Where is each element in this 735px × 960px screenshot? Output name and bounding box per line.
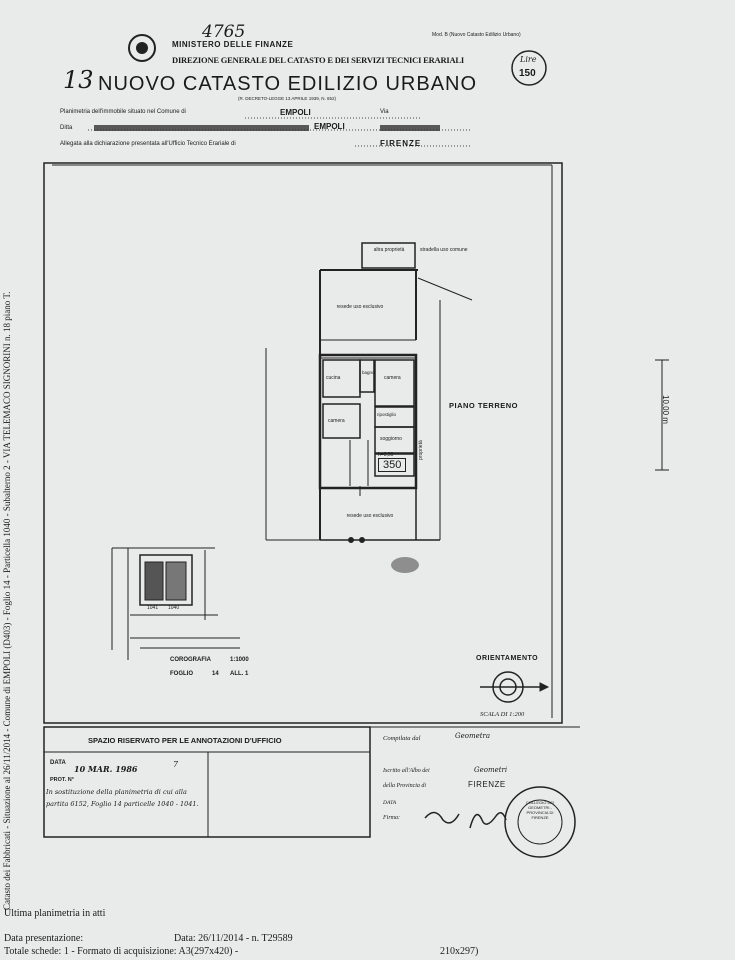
map-label-1041: 1041 bbox=[147, 605, 159, 611]
height-note: h=3,50 bbox=[378, 452, 394, 458]
top-right-note: Mod. B (Nuovo Catasto Edilizio Urbano) bbox=[432, 32, 521, 38]
price-label: Lire bbox=[520, 55, 537, 64]
allegato-label: Allegata alla dichiarazione presentata a… bbox=[60, 141, 236, 147]
room-label-proprieta: proprietà bbox=[418, 440, 424, 460]
comune-value: EMPOLI bbox=[280, 108, 311, 117]
room-label-camera-2: camera bbox=[328, 418, 345, 424]
via-label: Via bbox=[380, 109, 389, 115]
price-value: 150 bbox=[519, 68, 536, 79]
footer-total-sheets: Totale schede: 1 - Formato di acquisizio… bbox=[4, 946, 239, 957]
firma-label: Firma: bbox=[383, 815, 400, 821]
professional-stamp bbox=[504, 786, 576, 858]
office-box bbox=[43, 726, 580, 838]
office-data-label: DATA bbox=[50, 760, 66, 766]
office-data-value: 10 MAR. 1986 bbox=[74, 764, 138, 774]
law-reference: (R. DECRETO-LEGGE 13 APRILE 1939, N. 652… bbox=[238, 96, 336, 101]
handwritten-number: 4765 bbox=[202, 22, 246, 42]
floor-plan bbox=[265, 242, 473, 543]
chorography-scale: 1:1000 bbox=[230, 657, 249, 663]
orientation-label: ORIENTAMENTO bbox=[476, 655, 539, 662]
ufficio-value: FIRENZE bbox=[380, 139, 422, 148]
dimension-label: 10,00 m bbox=[661, 395, 670, 424]
office-note: In sostituzione della planimetria di cui… bbox=[46, 788, 199, 808]
dimension-line bbox=[655, 359, 669, 471]
floor-label: PIANO TERRENO bbox=[449, 401, 519, 410]
provincia-label: della Provincia di bbox=[383, 783, 427, 789]
ministry-label: MINISTERO DELLE FINANZE bbox=[172, 40, 294, 49]
office-page-mark: 7 bbox=[173, 760, 179, 769]
provincia-value: FIRENZE bbox=[468, 780, 506, 789]
plan-frame bbox=[43, 162, 563, 724]
iscritto-label: Iscritto all'Albo dei bbox=[383, 768, 430, 774]
room-label-altra-proprieta: altra proprietà bbox=[373, 247, 405, 253]
office-prot-label: PROT. N° bbox=[50, 777, 74, 783]
reserved-title: SPAZIO RISERVATO PER LE ANNOTAZIONI D'UF… bbox=[88, 736, 282, 745]
footer-data-number: Data: 26/11/2014 - n. T29589 bbox=[174, 933, 293, 944]
chorography-label: COROGRAFIA bbox=[170, 657, 211, 663]
room-label-bagno: bagno bbox=[362, 370, 375, 375]
room-label-camera-1: camera bbox=[384, 375, 401, 381]
room-label-resede-top: resede uso esclusivo bbox=[336, 304, 384, 310]
orientation-compass bbox=[480, 671, 550, 703]
plan-location-label: Planimetria dell'immobile situato nel Co… bbox=[60, 109, 186, 115]
signature bbox=[424, 811, 507, 829]
scale-label: SCALA DI 1:200 bbox=[480, 711, 525, 718]
footer-presentation-date: Data presentazione: bbox=[4, 933, 84, 944]
signature-data-label: DATA bbox=[383, 800, 397, 806]
room-label-ripostiglio: ripostiglio bbox=[377, 412, 397, 417]
direction-label: DIREZIONE GENERALE DEL CATASTO E DEI SER… bbox=[172, 55, 465, 65]
foglio-label: FOGLIO bbox=[170, 671, 193, 677]
compilata-label: Compilata dal bbox=[383, 735, 421, 742]
compilata-value: Geometra bbox=[455, 732, 491, 740]
room-label-stradella: stradella uso comune bbox=[420, 247, 468, 253]
page-title: NUOVO CATASTO EDILIZIO URBANO bbox=[98, 73, 478, 95]
foglio-value: 14 bbox=[212, 671, 219, 677]
allegato-value: ALL. 1 bbox=[230, 671, 249, 677]
stamp-text: COLLEGIO DEI GEOMETRI - PROVINCIA DI FIR… bbox=[525, 800, 555, 820]
chorography-map bbox=[111, 547, 240, 660]
ink-blot bbox=[391, 557, 419, 573]
price-circle bbox=[511, 50, 547, 86]
side-cadastral-text: Catasto dei Fabbricati - Situazione al 2… bbox=[2, 291, 12, 910]
redacted-owner bbox=[94, 125, 309, 131]
room-label-soggiorno: soggiorno bbox=[380, 436, 402, 442]
map-label-1040: 1040 bbox=[168, 605, 180, 611]
ditta-label: Ditta bbox=[60, 125, 73, 131]
iscritto-value: Geometri bbox=[474, 766, 508, 774]
republic-emblem bbox=[128, 34, 156, 62]
footer-format-end: 210x297) bbox=[440, 946, 479, 957]
room-label-resede-bottom: resede uso esclusivo bbox=[346, 513, 394, 519]
height-box: 350 bbox=[378, 458, 407, 472]
ditta-comune-value: EMPOLI bbox=[314, 122, 345, 131]
footer-last-plan: Ultima planimetria in atti bbox=[4, 908, 106, 919]
room-label-cucina: cucina bbox=[326, 375, 341, 381]
sheet-number: 13 bbox=[63, 66, 94, 94]
redacted-address bbox=[380, 125, 440, 131]
